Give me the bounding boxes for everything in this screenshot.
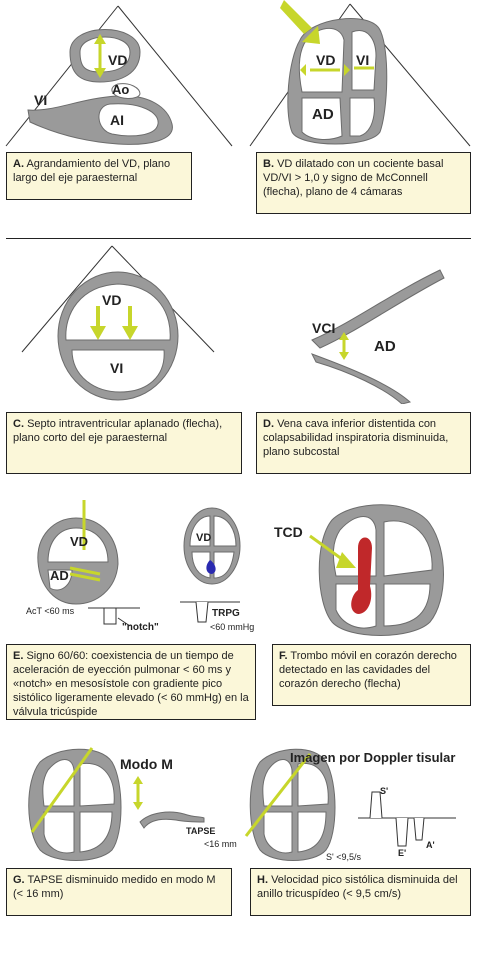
label-notch: "notch" <box>122 622 159 633</box>
label-ad: AD <box>312 106 334 123</box>
label-ai: AI <box>110 112 124 128</box>
panel-b: VD VI AD <box>240 0 477 148</box>
caption-g-text: TAPSE disminuido medido en modo M (< 16 … <box>13 874 216 900</box>
caption-a-text: Agrandamiento del VD, plano largo del ej… <box>13 158 171 184</box>
label-e: E' <box>398 848 407 858</box>
label-vi: VI <box>34 92 48 108</box>
panel-e: VD AD AcT <60 ms "notch" VD TRPG <60 mmH… <box>0 490 262 640</box>
caption-d-text: Vena cava inferior distentida con colaps… <box>263 418 449 458</box>
label-title: Imagen por Doppler tisular <box>290 750 456 765</box>
label-act: AcT <60 ms <box>26 606 75 616</box>
panel-h: Imagen por Doppler tisular S' E' A' S' <… <box>240 742 477 862</box>
label-vd: VD <box>316 52 336 68</box>
caption-c-text: Septo intraventricular aplanado (flecha)… <box>13 418 223 444</box>
caption-a: A. Agrandamiento del VD, plano largo del… <box>6 152 192 200</box>
caption-b: B. VD dilatado con un cociente basal VD/… <box>256 152 471 214</box>
caption-c-letter: C. <box>13 418 24 430</box>
label-vd: VD <box>108 52 128 68</box>
caption-c: C. Septo intraventricular aplanado (flec… <box>6 412 242 474</box>
caption-f-text: Trombo móvil en corazón derecho detectad… <box>279 650 457 690</box>
label-a: A' <box>426 840 435 850</box>
caption-h-letter: H. <box>257 874 268 886</box>
caption-b-letter: B. <box>263 158 274 170</box>
label-ad: AD <box>374 338 396 355</box>
panel-c-drawing <box>21 245 215 401</box>
caption-e-letter: E. <box>13 650 24 662</box>
caption-g: G. TAPSE disminuido medido en modo M (< … <box>6 868 232 916</box>
caption-f-letter: F. <box>279 650 288 662</box>
label-trpg: TRPG <box>212 608 240 619</box>
label-ao: Ao <box>112 82 130 97</box>
label-vd-2: VD <box>196 532 212 544</box>
panel-d: VCI AD <box>240 244 477 404</box>
label-vi: VI <box>110 360 124 376</box>
panel-e-drawing <box>37 500 241 627</box>
label-vd-1: VD <box>70 534 89 549</box>
panel-b-drawing <box>249 0 471 147</box>
caption-a-letter: A. <box>13 158 24 170</box>
panel-a: VD Ao VI AI <box>0 0 240 148</box>
label-vd: VD <box>102 292 122 308</box>
label-vci: VCI <box>312 320 336 336</box>
caption-g-letter: G. <box>13 874 25 886</box>
panel-f-drawing <box>309 504 444 636</box>
panel-a-drawing <box>5 5 233 147</box>
label-s: S' <box>380 786 389 796</box>
panel-f: TCD <box>262 490 477 640</box>
panel-h-drawing <box>244 748 456 861</box>
label-mode: Modo M <box>120 756 173 772</box>
panel-d-drawing <box>310 269 445 404</box>
caption-h: H. Velocidad pico sistólica disminuida d… <box>250 868 471 916</box>
label-vi: VI <box>356 52 370 68</box>
caption-e: E. Signo 60/60: coexistencia de un tiemp… <box>6 644 256 720</box>
label-ad: AD <box>50 568 69 583</box>
label-trpg-value: <60 mmHg <box>210 622 255 632</box>
caption-b-text: VD dilatado con un cociente basal VD/VI … <box>263 158 444 198</box>
label-s-value: S' <9,5/s <box>326 852 361 862</box>
caption-d-letter: D. <box>263 418 274 430</box>
separator <box>6 238 471 239</box>
caption-h-text: Velocidad pico sistólica disminuida del … <box>257 874 458 900</box>
panel-c: VD VI <box>0 244 240 404</box>
caption-f: F. Trombo móvil en corazón derecho detec… <box>272 644 471 706</box>
panel-g-drawing <box>28 747 205 861</box>
label-tapse-value: <16 mm <box>204 839 237 849</box>
label-tcd: TCD <box>274 524 303 540</box>
label-tapse: TAPSE <box>186 826 216 836</box>
caption-d: D. Vena cava inferior distentida con col… <box>256 412 471 474</box>
panel-g: Modo M TAPSE <16 mm <box>0 742 240 862</box>
caption-e-text: Signo 60/60: coexistencia de un tiempo d… <box>13 650 249 718</box>
